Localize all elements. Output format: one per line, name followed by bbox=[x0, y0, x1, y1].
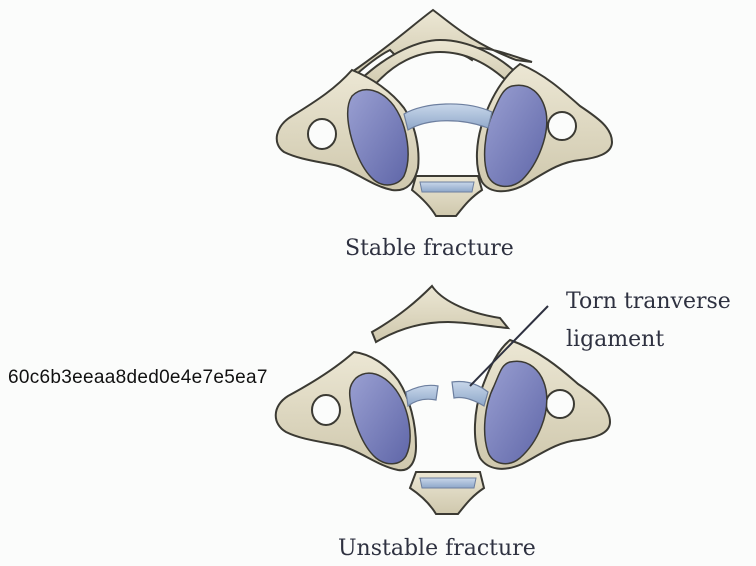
unstable-atlas-vertebra bbox=[276, 286, 610, 514]
unstable-right-transverse-foramen bbox=[546, 390, 574, 418]
stable-atlas-vertebra bbox=[277, 10, 612, 216]
stable-fracture-label: Stable fracture bbox=[345, 236, 514, 261]
unstable-left-transverse-foramen bbox=[312, 395, 340, 425]
stable-anterior-facet bbox=[420, 182, 474, 192]
overlay-id-text: 60c6b3eeaa8ded0e4e7e5ea7 bbox=[8, 367, 268, 389]
torn-ligament-left-stub bbox=[406, 385, 438, 406]
stable-left-transverse-foramen bbox=[308, 119, 336, 149]
unstable-fracture-label: Unstable fracture bbox=[338, 536, 536, 561]
stable-transverse-ligament bbox=[404, 104, 492, 130]
unstable-posterior-fragment bbox=[372, 286, 508, 342]
torn-ligament-label-line1: Torn tranverse bbox=[566, 289, 731, 314]
stable-right-transverse-foramen bbox=[548, 112, 576, 140]
unstable-anterior-facet bbox=[420, 478, 476, 488]
torn-ligament-label-line2: ligament bbox=[566, 327, 664, 352]
